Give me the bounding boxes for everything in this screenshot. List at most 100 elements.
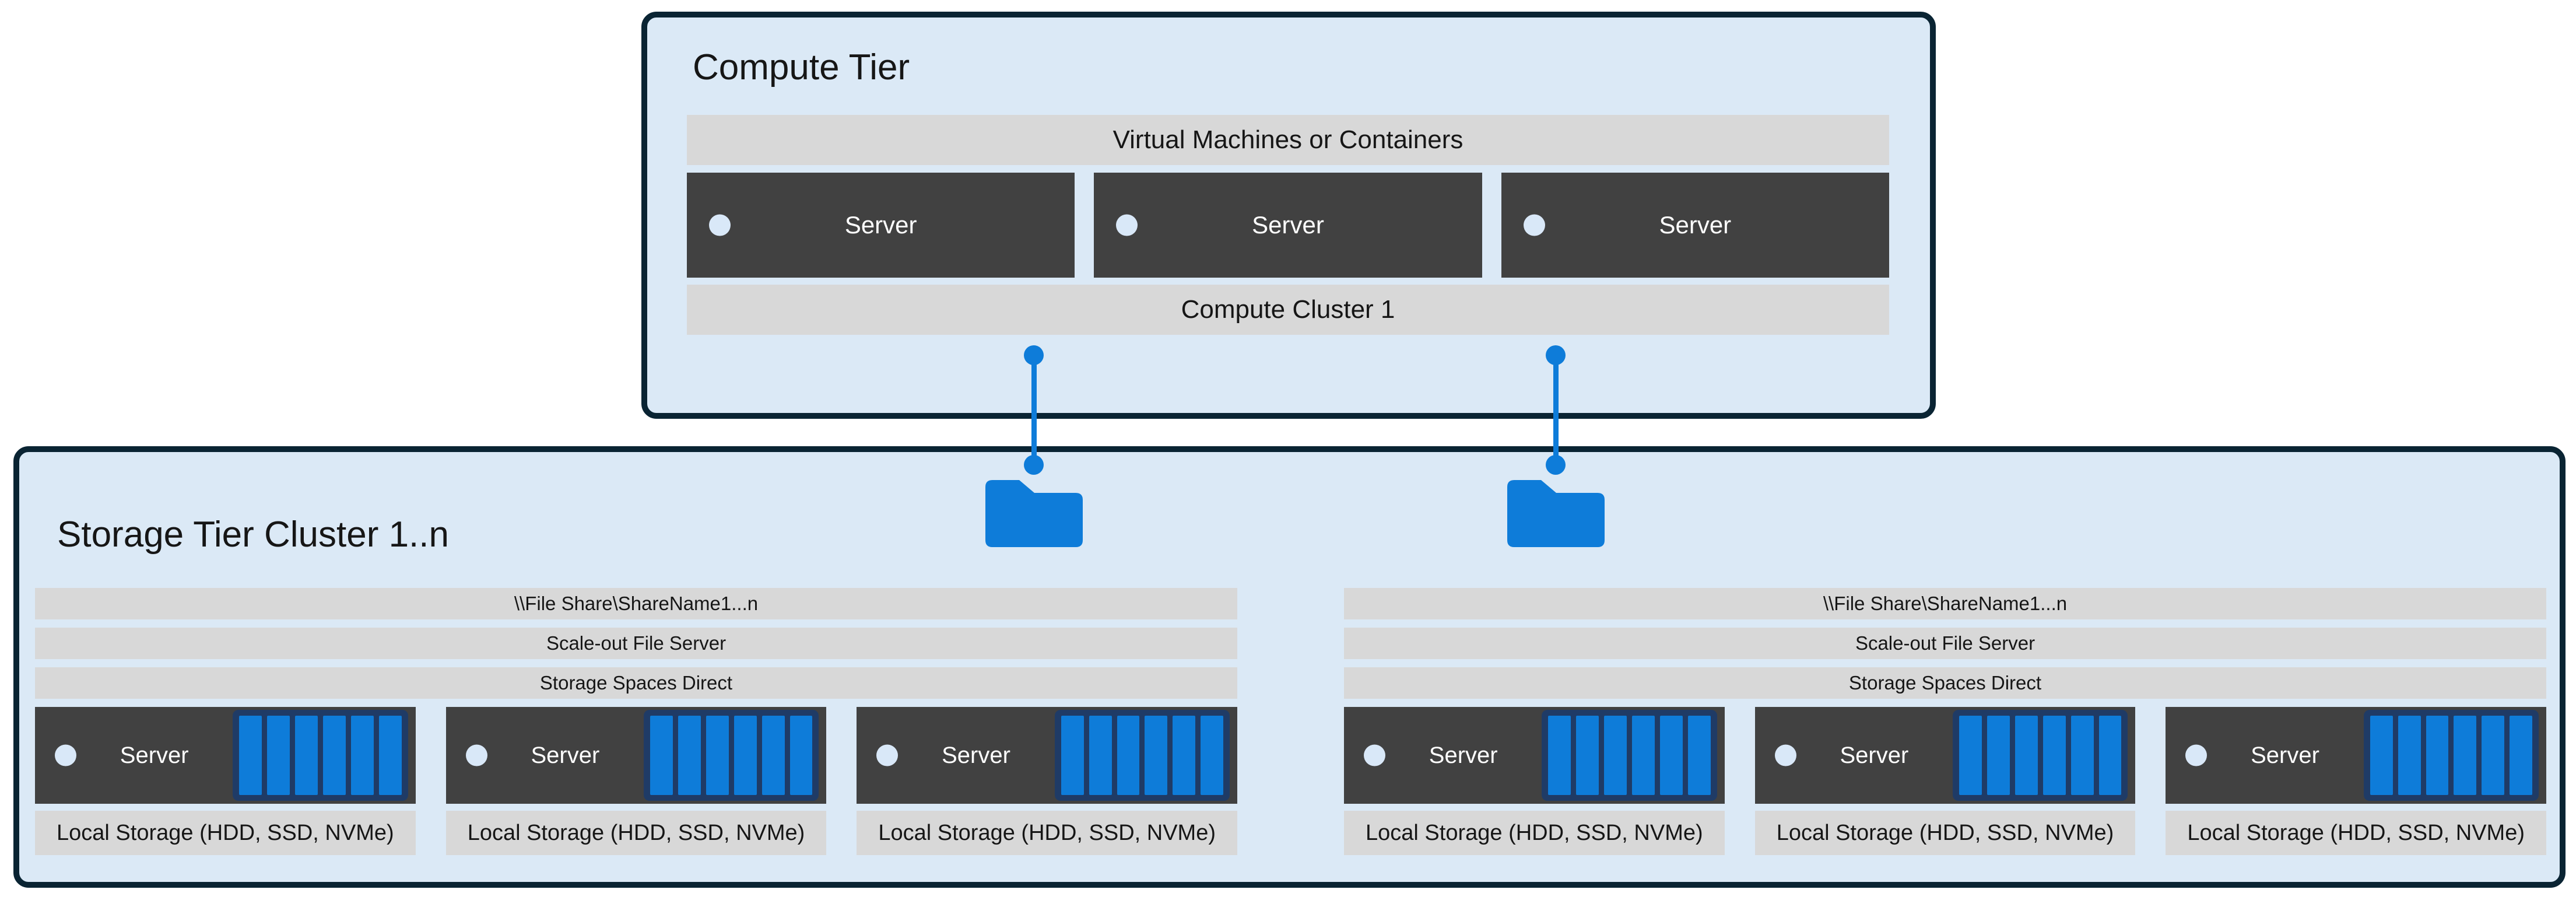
disk-icon — [239, 716, 262, 795]
compute-server: Server — [1094, 173, 1482, 278]
power-indicator-dot-icon — [1116, 214, 1138, 236]
disk-icon — [734, 716, 757, 795]
disk-array-icon — [1953, 710, 2128, 801]
connector-line — [1553, 350, 1559, 470]
compute-server: Server — [1501, 173, 1889, 278]
disk-icon — [323, 716, 346, 795]
disk-icon — [2070, 716, 2094, 795]
scale-out-file-server-bar: Scale-out File Server — [1344, 628, 2546, 659]
file-share-bar-label: \\File Share\ShareName1...n — [514, 593, 759, 614]
connector-dot-icon — [1546, 455, 1566, 475]
server-label: Server — [531, 742, 600, 768]
power-indicator-dot-icon — [2185, 744, 2208, 766]
disk-icon — [1089, 716, 1112, 795]
scale-out-file-server-label: Scale-out File Server — [546, 632, 727, 654]
folder-icon — [1507, 480, 1605, 547]
server-label: Server — [120, 742, 189, 768]
file-share-bar: \\File Share\ShareName1...n — [1344, 588, 2546, 619]
disk-icon — [267, 716, 290, 795]
connector-line — [1031, 350, 1037, 470]
local-storage-label: Local Storage (HDD, SSD, NVMe) — [878, 820, 1216, 845]
disk-icon — [1173, 716, 1196, 795]
disk-icon — [2454, 716, 2477, 795]
local-storage-bar: Local Storage (HDD, SSD, NVMe) — [2166, 811, 2547, 855]
connector-dot-icon — [1546, 345, 1566, 365]
file-share-bar: \\File Share\ShareName1...n — [35, 588, 1237, 619]
storage-server: Server — [1344, 707, 1725, 804]
disk-icon — [2042, 716, 2066, 795]
disk-icon — [1061, 716, 1084, 795]
disk-icon — [1687, 716, 1711, 795]
disk-icon — [295, 716, 318, 795]
disk-icon — [378, 716, 402, 795]
storage-cluster: \\File Share\ShareName1...n Scale-out Fi… — [1344, 588, 2547, 855]
scale-out-file-server-bar: Scale-out File Server — [35, 628, 1237, 659]
server-label: Server — [1659, 211, 1732, 239]
disk-icon — [678, 716, 701, 795]
storage-tier-title: Storage Tier Cluster 1..n — [57, 514, 449, 555]
storage-tier-box: Storage Tier Cluster 1..n \\File Share\S… — [13, 446, 2566, 888]
disk-icon — [1632, 716, 1655, 795]
disk-array-icon — [1054, 710, 1230, 801]
storage-server: Server — [2166, 707, 2547, 804]
disk-icon — [2015, 716, 2038, 795]
virtual-machines-bar-label: Virtual Machines or Containers — [1112, 125, 1464, 154]
virtual-machines-bar: Virtual Machines or Containers — [687, 115, 1889, 165]
disk-icon — [350, 716, 374, 795]
compute-cluster-bar: Compute Cluster 1 — [687, 285, 1889, 335]
disk-icon — [2398, 716, 2421, 795]
disk-icon — [1201, 716, 1224, 795]
disk-icon — [650, 716, 673, 795]
scale-out-file-server-label: Scale-out File Server — [1855, 632, 2035, 654]
local-storage-bar: Local Storage (HDD, SSD, NVMe) — [35, 811, 416, 855]
compute-server-row: Server Server Server — [687, 173, 1889, 278]
storage-cluster: \\File Share\ShareName1...n Scale-out Fi… — [35, 588, 1238, 855]
server-label: Server — [1252, 211, 1324, 239]
disk-icon — [2426, 716, 2449, 795]
local-storage-bar: Local Storage (HDD, SSD, NVMe) — [445, 811, 827, 855]
storage-clusters: \\File Share\ShareName1...n Scale-out Fi… — [35, 588, 2547, 855]
local-storage-label: Local Storage (HDD, SSD, NVMe) — [467, 820, 805, 845]
storage-server-row: Server Server Server — [1344, 707, 2547, 804]
local-storage-row: Local Storage (HDD, SSD, NVMe) Local Sto… — [1344, 811, 2547, 855]
disk-array-icon — [2363, 710, 2539, 801]
connector-dot-icon — [1024, 345, 1044, 365]
storage-server: Server — [857, 707, 1238, 804]
power-indicator-dot-icon — [1523, 214, 1545, 236]
disk-icon — [1548, 716, 1571, 795]
compute-tier-title: Compute Tier — [693, 47, 910, 87]
disk-icon — [1576, 716, 1599, 795]
local-storage-bar: Local Storage (HDD, SSD, NVMe) — [1754, 811, 2136, 855]
disk-array-icon — [1542, 710, 1717, 801]
disk-icon — [1145, 716, 1168, 795]
disk-icon — [1659, 716, 1683, 795]
compute-server: Server — [687, 173, 1075, 278]
disk-icon — [2510, 716, 2533, 795]
power-indicator-dot-icon — [709, 214, 731, 236]
compute-cluster-bar-label: Compute Cluster 1 — [1181, 295, 1395, 324]
disk-icon — [1959, 716, 1982, 795]
server-label: Server — [1429, 742, 1498, 768]
server-label: Server — [844, 211, 917, 239]
local-storage-label: Local Storage (HDD, SSD, NVMe) — [1776, 820, 2114, 845]
compute-tier-box: Compute Tier Virtual Machines or Contain… — [641, 12, 1936, 419]
local-storage-row: Local Storage (HDD, SSD, NVMe) Local Sto… — [35, 811, 1238, 855]
local-storage-bar: Local Storage (HDD, SSD, NVMe) — [857, 811, 1238, 855]
power-indicator-dot-icon — [55, 744, 76, 766]
disk-icon — [2482, 716, 2505, 795]
disk-icon — [789, 716, 813, 795]
disk-icon — [1987, 716, 2010, 795]
local-storage-label: Local Storage (HDD, SSD, NVMe) — [2187, 820, 2525, 845]
local-storage-bar: Local Storage (HDD, SSD, NVMe) — [1344, 811, 1725, 855]
storage-server: Server — [35, 707, 416, 804]
file-share-bar-label: \\File Share\ShareName1...n — [1823, 593, 2068, 614]
server-label: Server — [942, 742, 1010, 768]
storage-server: Server — [445, 707, 827, 804]
disk-icon — [2098, 716, 2122, 795]
disk-icon — [2370, 716, 2393, 795]
storage-spaces-direct-bar: Storage Spaces Direct — [35, 667, 1237, 699]
power-indicator-dot-icon — [1364, 744, 1385, 766]
storage-server-row: Server Server Server — [35, 707, 1238, 804]
disk-icon — [1117, 716, 1140, 795]
disk-icon — [1604, 716, 1627, 795]
